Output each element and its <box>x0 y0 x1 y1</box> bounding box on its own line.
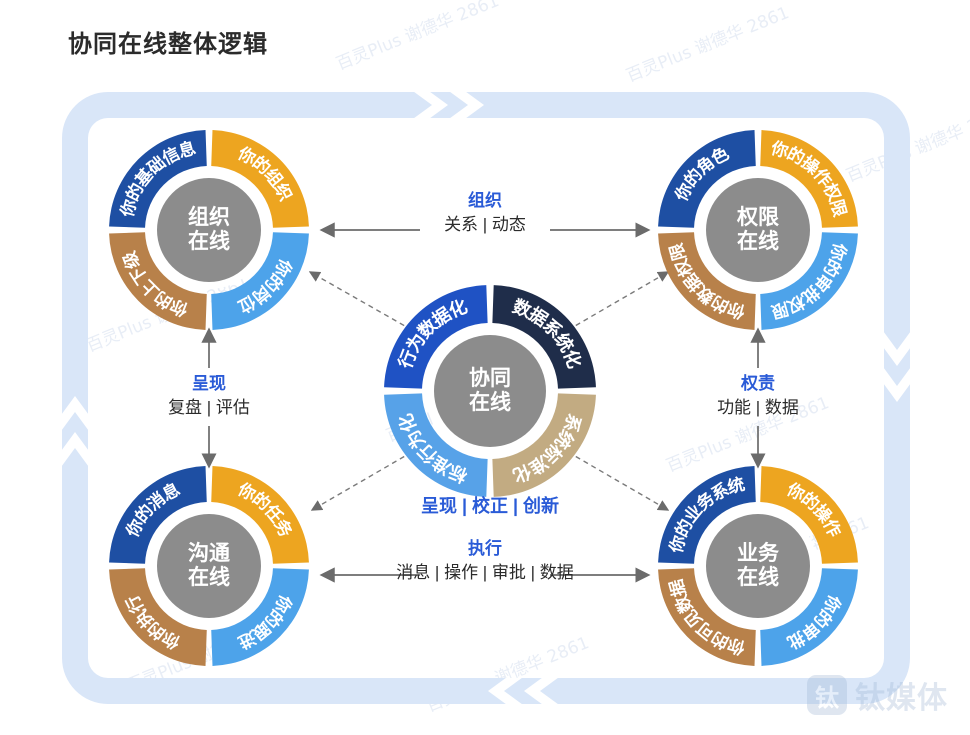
connector-left-detail: 复盘 | 评估 <box>168 397 250 417</box>
ring-segment[interactable] <box>492 285 596 389</box>
ring-segment[interactable] <box>109 232 207 330</box>
ring-segment[interactable] <box>760 130 858 228</box>
connector-bottom-keyword: 执行 <box>468 539 502 558</box>
ring-hub-label: 沟通在线 <box>157 514 261 618</box>
ring-segment[interactable] <box>109 130 207 228</box>
ring-segment[interactable] <box>492 393 596 497</box>
connector-bottom-detail: 消息 | 操作 | 审批 | 数据 <box>396 562 574 582</box>
ring-segment[interactable] <box>760 466 858 564</box>
ring-hub-label: 组织在线 <box>157 178 261 282</box>
ring-segment[interactable] <box>760 232 858 330</box>
ring-hub-label: 协同在线 <box>434 335 546 447</box>
node-business[interactable]: 你的操作你的审批你的可见数据你的业务系统业务在线 <box>658 466 858 666</box>
connector-label-bottom: 执行 消息 | 操作 | 审批 | 数据 <box>365 538 605 585</box>
ring-segment[interactable] <box>211 130 309 228</box>
connector-top-detail: 关系 | 动态 <box>444 214 526 234</box>
core-caption: 呈现 | 校正 | 创新 <box>420 496 560 516</box>
ring-hub-label: 权限在线 <box>706 178 810 282</box>
ring-segment[interactable] <box>760 568 858 666</box>
connector-left-keyword: 呈现 <box>192 374 226 393</box>
brand-watermark: 钛 钛媒体 <box>807 673 948 717</box>
node-organization[interactable]: 你的组织你的岗位你的上下级你的基础信息组织在线 <box>109 130 309 330</box>
node-communication[interactable]: 你的任务你的跟进你的执行你的消息沟通在线 <box>109 466 309 666</box>
ring-segment[interactable] <box>211 568 309 666</box>
connector-right-keyword: 权责 <box>741 374 775 393</box>
watermark-text: 百灵Plus 谢德华 2861 <box>333 0 503 75</box>
ring-segment[interactable] <box>658 232 756 330</box>
ring-hub-label: 业务在线 <box>706 514 810 618</box>
brand-name: 钛媒体 <box>855 682 948 715</box>
connector-top-keyword: 组织 <box>468 191 502 210</box>
connector-label-right: 权责 功能 | 数据 <box>678 373 838 420</box>
node-core-collaboration[interactable]: 数据系统化系统标准化标准行为化行为数据化协同在线 <box>384 285 596 497</box>
node-permission[interactable]: 你的操作权限你的审批权限你的数据权限你的角色权限在线 <box>658 130 858 330</box>
watermark-text: 百灵Plus 谢德华 2861 <box>623 3 793 87</box>
page-title: 协同在线整体逻辑 <box>68 31 268 58</box>
brand-logo-icon: 钛 <box>807 675 847 715</box>
ring-segment[interactable] <box>384 285 488 389</box>
ring-segment[interactable] <box>109 568 207 666</box>
ring-segment[interactable] <box>211 232 309 330</box>
ring-segment[interactable] <box>211 466 309 564</box>
ring-segment[interactable] <box>658 130 756 228</box>
connector-label-left: 呈现 复盘 | 评估 <box>129 373 289 420</box>
connector-right-detail: 功能 | 数据 <box>717 397 799 417</box>
connector-label-top: 组织 关系 | 动态 <box>405 190 565 237</box>
ring-segment[interactable] <box>658 466 756 564</box>
ring-segment[interactable] <box>109 466 207 564</box>
ring-segment[interactable] <box>658 568 756 666</box>
ring-segment[interactable] <box>384 393 488 497</box>
